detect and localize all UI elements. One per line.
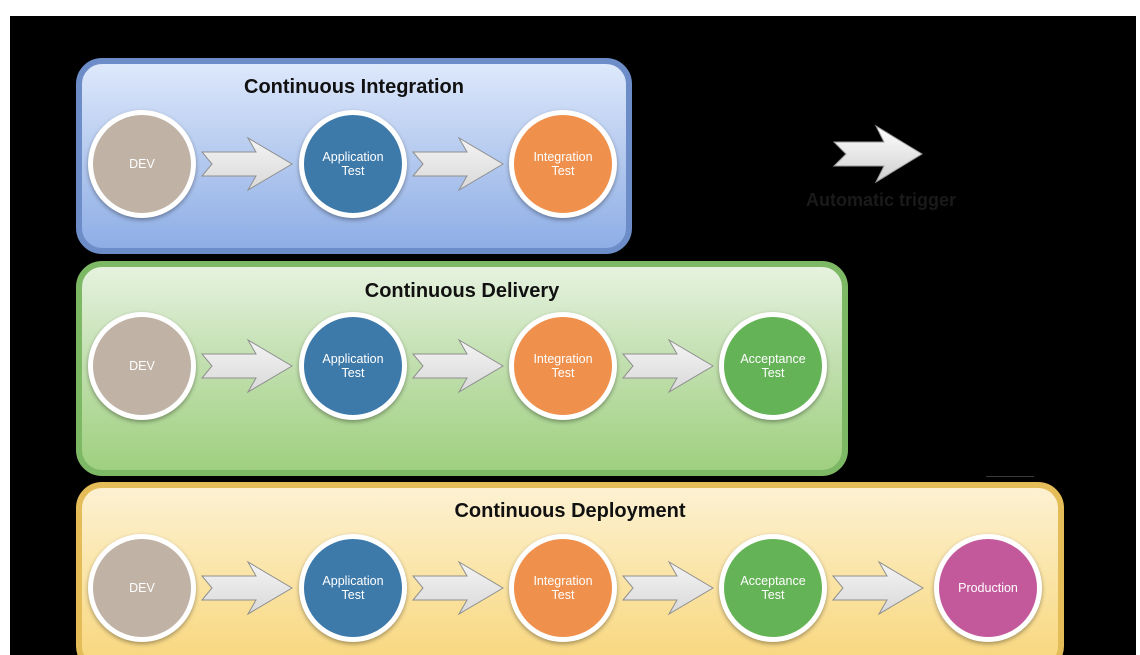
panel-title: Continuous Delivery: [364, 280, 560, 302]
diagram-canvas: Continuous Integration Continuous Delive…: [10, 16, 1136, 655]
stage-label: Application Test: [322, 574, 384, 602]
stage-label: DEV: [129, 581, 155, 595]
flow-arrow-icon: [411, 338, 505, 394]
application-test-node: Application Test: [299, 312, 407, 420]
application-test-node: Application Test: [299, 534, 407, 642]
flow-arrow-icon: [411, 136, 505, 192]
stage-label: DEV: [129, 359, 155, 373]
dev-node: DEV: [88, 534, 196, 642]
application-test-node: Application Test: [299, 110, 407, 218]
stage-label: Integration Test: [533, 574, 593, 602]
right-arrow-icon: [830, 124, 926, 184]
flow-arrow-icon: [200, 338, 294, 394]
integration-test-node: Integration Test: [509, 312, 617, 420]
divider: [986, 476, 1034, 477]
stage-label: Application Test: [322, 352, 384, 380]
stage-label: Acceptance Test: [740, 352, 806, 380]
integration-test-node: Integration Test: [509, 110, 617, 218]
production-node: Production: [934, 534, 1042, 642]
flow-arrow-icon: [200, 136, 294, 192]
stage-label: DEV: [129, 157, 155, 171]
panel-title: Continuous Integration: [244, 76, 464, 98]
acceptance-test-node: Acceptance Test: [719, 534, 827, 642]
stage-label: Integration Test: [533, 150, 593, 178]
stage-label: Acceptance Test: [740, 574, 806, 602]
flow-arrow-icon: [200, 560, 294, 616]
dev-node: DEV: [88, 110, 196, 218]
stage-label: Integration Test: [533, 352, 593, 380]
stage-label: Application Test: [322, 150, 384, 178]
panel-title: Continuous Deployment: [454, 500, 686, 522]
flow-arrow-icon: [411, 560, 505, 616]
integration-test-node: Integration Test: [509, 534, 617, 642]
acceptance-test-node: Acceptance Test: [719, 312, 827, 420]
legend-label: Automatic trigger: [805, 190, 956, 210]
flow-arrow-icon: [621, 338, 715, 394]
dev-node: DEV: [88, 312, 196, 420]
stage-label: Production: [958, 581, 1018, 595]
flow-arrow-icon: [621, 560, 715, 616]
flow-arrow-icon: [831, 560, 925, 616]
